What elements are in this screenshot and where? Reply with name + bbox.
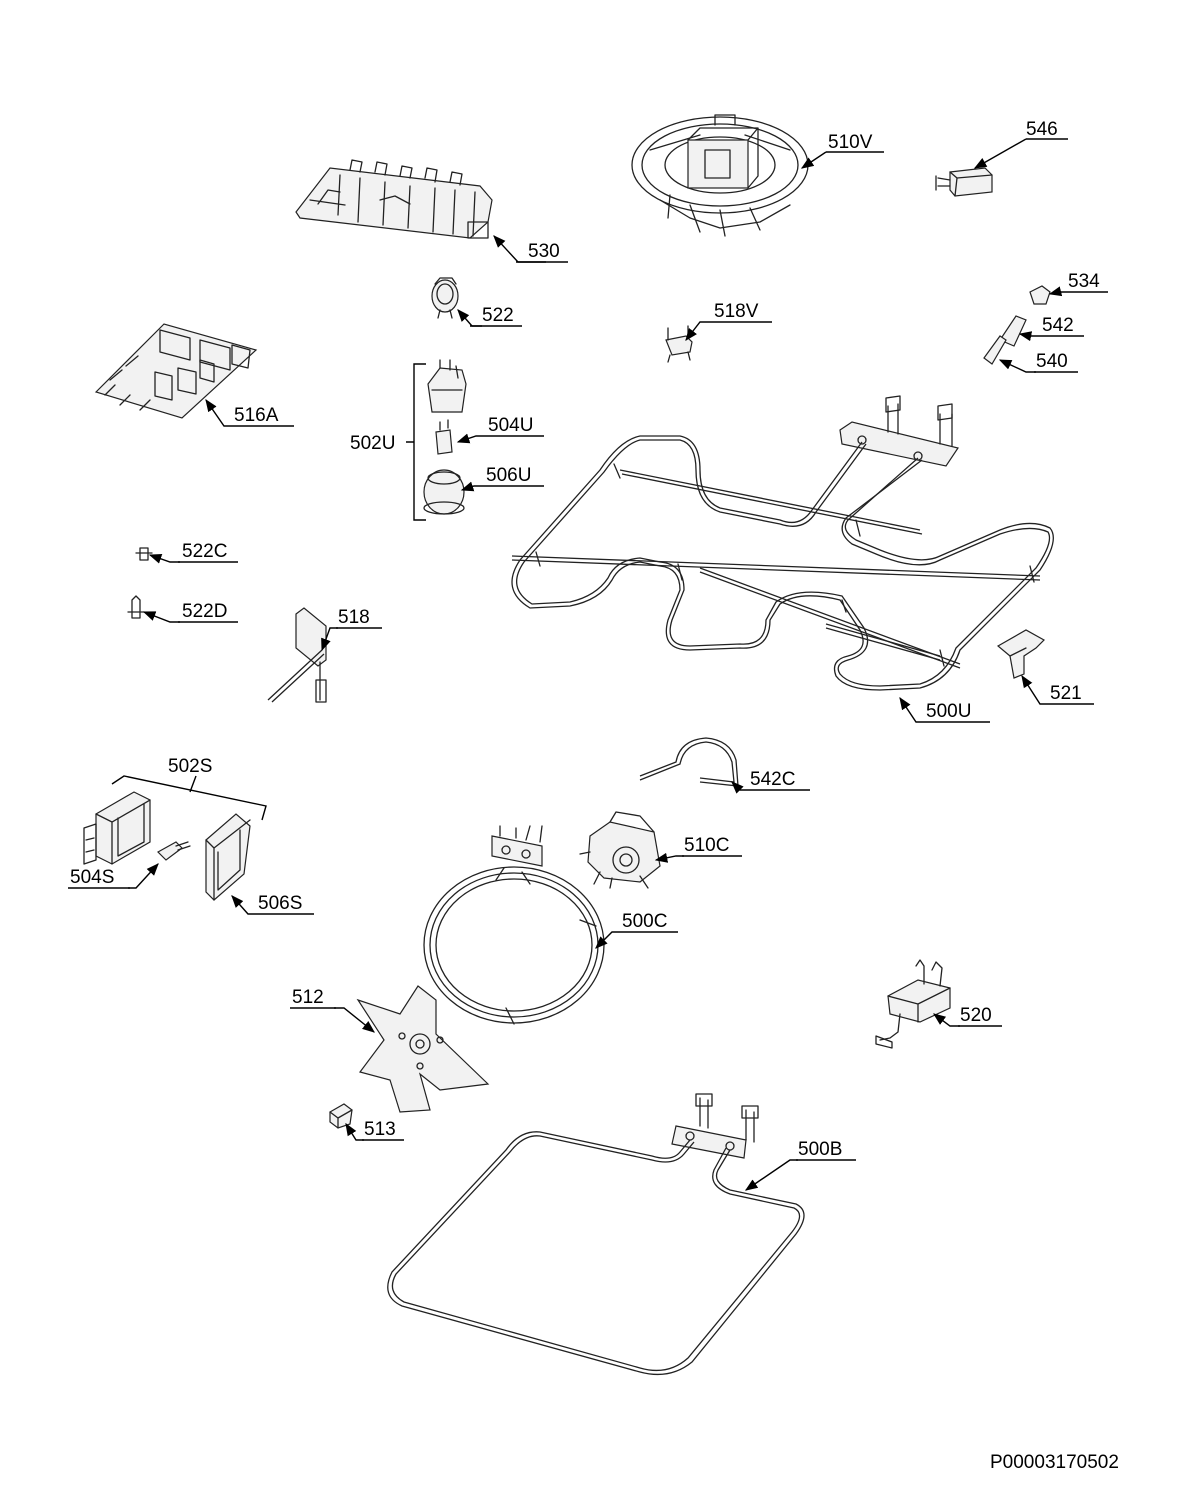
- label-513: 513: [364, 1119, 396, 1140]
- part-500u-top-heating-element: [511, 395, 1054, 691]
- label-502u: 502U: [350, 433, 395, 454]
- part-510c-convection-motor: [579, 811, 661, 889]
- label-530: 530: [528, 241, 560, 262]
- part-506s-lamp-glass: [205, 813, 251, 901]
- label-516a: 516A: [234, 405, 279, 426]
- part-506u-lamp-cover: [423, 469, 465, 515]
- part-512-fan-blade: [356, 985, 490, 1113]
- label-506u: 506U: [486, 465, 531, 486]
- part-504u: [435, 419, 453, 455]
- label-522: 522: [482, 305, 514, 326]
- part-502s-lamp-housing: [83, 791, 151, 865]
- label-518v: 518V: [714, 301, 759, 322]
- document-id: P00003170502: [990, 1452, 1119, 1473]
- part-534: [1029, 285, 1051, 305]
- label-506s: 506S: [258, 893, 302, 914]
- label-542: 542: [1042, 315, 1074, 336]
- part-522d: [127, 595, 145, 619]
- part-542c-wire-clip: [639, 737, 739, 787]
- label-521: 521: [1050, 683, 1082, 704]
- label-512: 512: [292, 987, 324, 1008]
- label-504u: 504U: [488, 415, 533, 436]
- part-518v: [665, 325, 693, 363]
- part-502u-lamp-socket: [427, 359, 467, 413]
- part-546: [935, 167, 993, 197]
- part-504s: [157, 841, 191, 861]
- part-510v-fan-motor: [631, 114, 809, 237]
- label-500c: 500C: [622, 911, 667, 932]
- part-530-terminal-block: [295, 159, 493, 239]
- label-510v: 510V: [828, 132, 873, 153]
- part-521: [996, 629, 1045, 679]
- label-534: 534: [1068, 271, 1100, 292]
- label-540: 540: [1036, 351, 1068, 372]
- label-546: 546: [1026, 119, 1058, 140]
- label-500u: 500U: [926, 701, 971, 722]
- label-520: 520: [960, 1005, 992, 1026]
- label-542c: 542C: [750, 769, 795, 790]
- part-513: [329, 1103, 353, 1129]
- label-510c: 510C: [684, 835, 729, 856]
- part-518-probe: [267, 607, 327, 703]
- part-522: [431, 277, 459, 319]
- label-522d: 522D: [182, 601, 227, 622]
- part-522c: [135, 547, 153, 561]
- label-504s: 504S: [70, 867, 114, 888]
- label-522c: 522C: [182, 541, 227, 562]
- part-500b-bottom-element: [387, 1093, 805, 1376]
- label-502s: 502S: [168, 756, 212, 777]
- label-500b: 500B: [798, 1139, 842, 1160]
- part-542: [999, 315, 1027, 347]
- label-518: 518: [338, 607, 370, 628]
- part-520-door-switch: [875, 959, 951, 1049]
- part-500c-circular-element: [423, 825, 605, 1025]
- part-516a-control-board: [94, 323, 258, 419]
- part-540: [983, 335, 1007, 365]
